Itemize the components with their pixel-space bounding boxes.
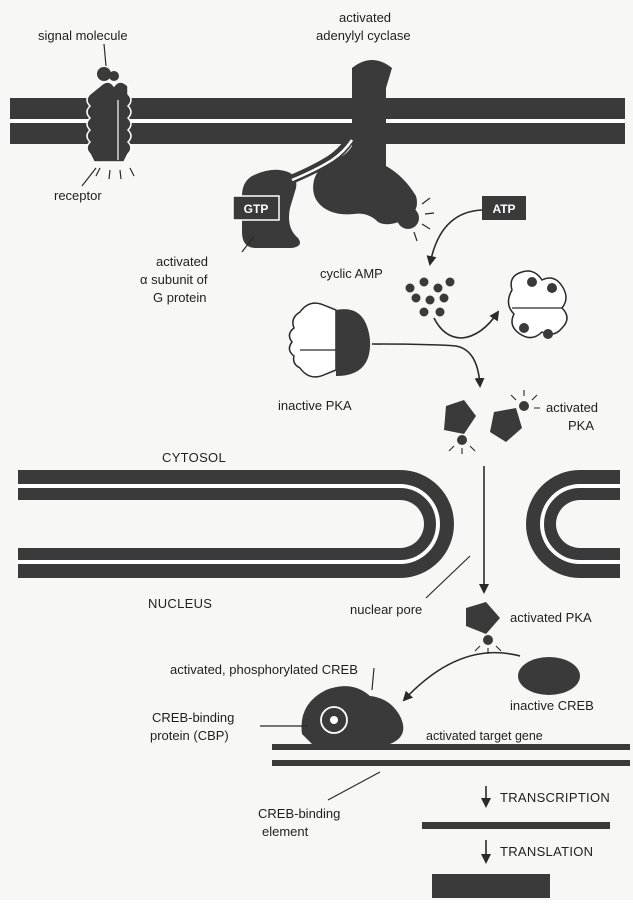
label-activated-adenylyl-1: activated	[339, 10, 391, 25]
cyclic-amp-molecules	[406, 278, 455, 317]
dna-double-strand	[272, 744, 630, 766]
inactive-pka-complex	[289, 303, 370, 377]
regulatory-subunits-released	[508, 271, 567, 339]
gtp-label: GTP	[244, 202, 269, 216]
atp-to-camp-arrow	[430, 210, 482, 264]
activated-pka-catalytic-top	[444, 390, 540, 454]
label-nucleus: NUCLEUS	[148, 596, 212, 611]
mrna-bar	[422, 822, 610, 829]
pka-activation-arrow	[372, 344, 480, 386]
atp-badge: ATP	[482, 196, 526, 220]
inactive-creb-shape	[518, 657, 580, 695]
receptor-protein	[87, 67, 134, 179]
label-cre-1: CREB-binding	[258, 806, 340, 821]
creb-cbp-complex	[302, 686, 404, 744]
adenylyl-cyclase	[313, 60, 434, 241]
atp-label: ATP	[492, 202, 515, 216]
cre-leader	[328, 772, 380, 800]
label-activated-pka-top-2: PKA	[568, 418, 594, 433]
label-activated-adenylyl-2: adenylyl cyclase	[316, 28, 411, 43]
signal-molecule-blob	[97, 67, 111, 81]
receptor-leader	[82, 168, 96, 186]
label-transcription: TRANSCRIPTION	[500, 790, 610, 805]
label-activated-pka-bottom: activated PKA	[510, 610, 592, 625]
regulatory-release-arrow	[434, 312, 498, 338]
protein-product	[432, 874, 550, 898]
label-inactive-pka: inactive PKA	[278, 398, 352, 413]
label-receptor: receptor	[54, 188, 102, 203]
label-alpha-1: activated	[156, 254, 208, 269]
label-cytosol: CYTOSOL	[162, 450, 226, 465]
label-activated-target-gene: activated target gene	[426, 729, 543, 743]
label-cbp-1: CREB-binding	[152, 710, 234, 725]
label-activated-pka-top-1: activated	[546, 400, 598, 415]
gtp-badge: GTP	[233, 196, 279, 220]
label-inactive-creb: inactive CREB	[510, 698, 594, 713]
activated-creb-leader	[372, 668, 374, 690]
label-alpha-2: α subunit of	[140, 272, 208, 287]
label-signal-molecule: signal molecule	[38, 28, 128, 43]
label-cyclic-amp: cyclic AMP	[320, 266, 383, 281]
signal-molecule-leader	[104, 44, 106, 66]
label-cre-2: element	[262, 824, 309, 839]
label-nuclear-pore: nuclear pore	[350, 602, 422, 617]
label-translation: TRANSLATION	[500, 844, 593, 859]
label-alpha-3: G protein	[153, 290, 206, 305]
creb-activation-arrow	[404, 653, 520, 700]
label-activated-phosph-creb: activated, phosphorylated CREB	[170, 662, 358, 677]
label-cbp-2: protein (CBP)	[150, 728, 229, 743]
activated-pka-catalytic-bottom	[466, 602, 501, 654]
nuclear-envelope	[18, 470, 620, 578]
